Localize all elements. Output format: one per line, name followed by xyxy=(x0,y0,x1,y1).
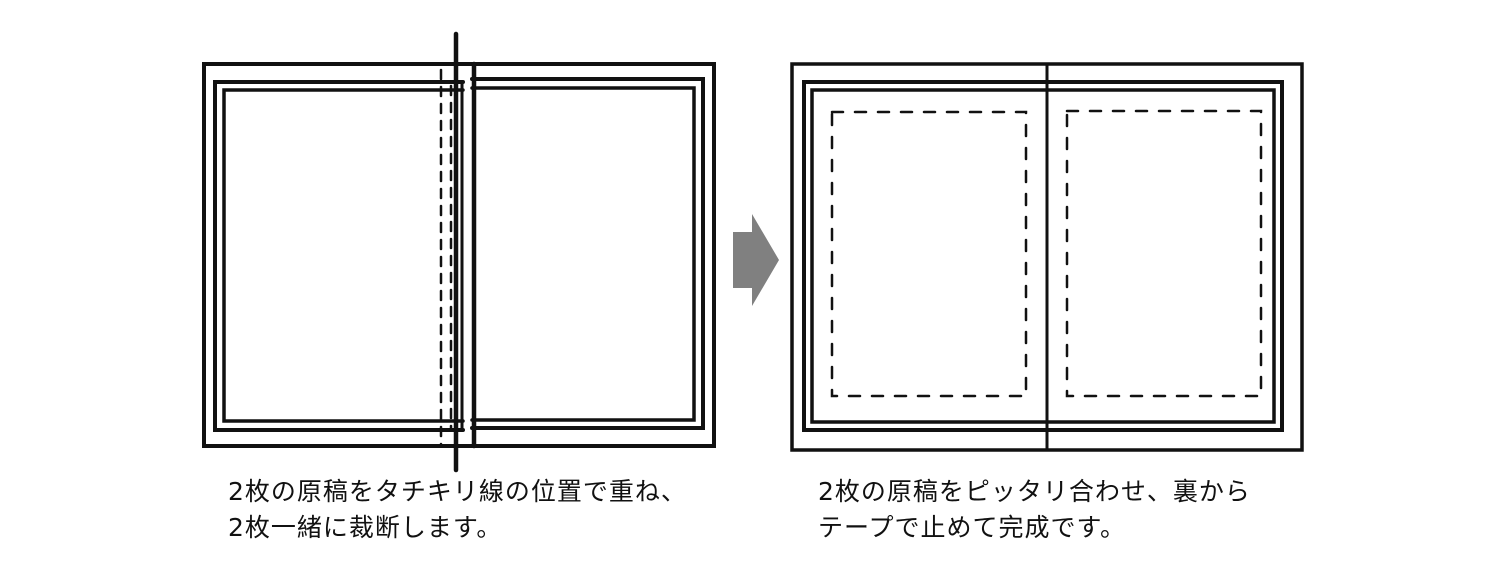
right-frame-inner xyxy=(810,88,1276,424)
left-caption-line-1: 2枚の原稿をタチキリ線の位置で重ね、 xyxy=(228,477,687,506)
left-sheet-frame xyxy=(213,80,465,432)
right-caption: 2枚の原稿をピッタリ合わせ、裏から テープで止めて完成です。 xyxy=(818,474,1251,546)
right-panel-drawing xyxy=(790,62,1304,452)
left-panel-drawing xyxy=(202,31,716,473)
right-page-dashed-area xyxy=(1065,109,1263,398)
left-caption: 2枚の原稿をタチキリ線の位置で重ね、 2枚一緒に裁断します。 xyxy=(228,474,687,546)
left-outer-border xyxy=(202,62,716,448)
left-page-dashed-area xyxy=(830,110,1028,398)
right-caption-line-1: 2枚の原稿をピッタリ合わせ、裏から xyxy=(818,477,1251,506)
right-sheet-frame xyxy=(470,77,705,430)
right-frame-outer xyxy=(802,80,1284,432)
right-caption-line-2: テープで止めて完成です。 xyxy=(818,513,1127,542)
right-arrow-icon xyxy=(733,214,779,306)
left-caption-line-2: 2枚一緒に裁断します。 xyxy=(228,513,503,542)
